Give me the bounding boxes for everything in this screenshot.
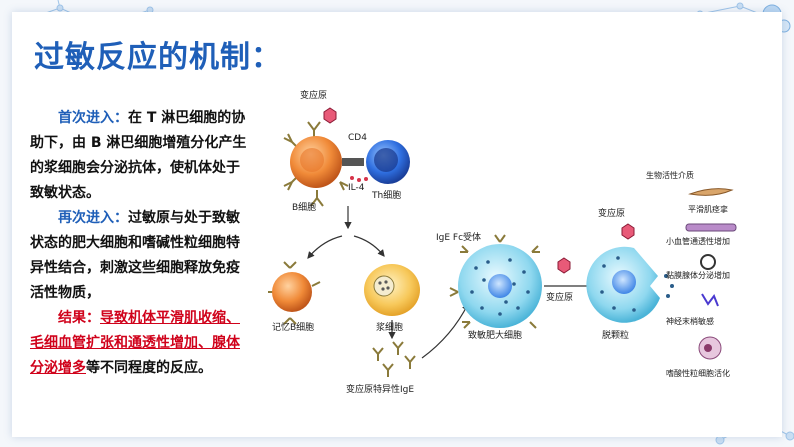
sensitized-mast-cell-icon — [449, 234, 542, 329]
gland-icon — [700, 254, 716, 270]
page-title: 过敏反应的机制： — [34, 40, 282, 75]
ige-label: 变应原特异性IgE — [346, 383, 414, 395]
first-exposure-text: 在 T 淋巴细胞的协助下，由 B 淋巴细胞增殖分化产生的浆细胞会分泌抗体，使机体… — [30, 110, 247, 201]
eosinophil-nucleus — [704, 344, 712, 352]
first-exposure-label: 首次进入： — [58, 110, 128, 126]
allergen-label-top: 变应原 — [300, 89, 327, 101]
tcr-connector — [342, 158, 364, 166]
b-cell-icon — [283, 121, 349, 207]
arrow-to-memory — [307, 235, 343, 259]
second-exposure-paragraph: 再次进入：过敏原与处于致敏状态的肥大细胞和嗜碱性粒细胞特异性结合，刺激这些细胞释… — [30, 206, 250, 306]
content-card — [12, 12, 782, 437]
effect-4: 神经末梢敏感 — [666, 316, 714, 326]
effect-2: 小血管通透性增加 — [666, 236, 730, 246]
degranulation-label: 脱颗粒 — [602, 329, 629, 341]
th-cell-icon — [366, 140, 410, 184]
degranulated-cell-icon — [586, 246, 674, 323]
memory-b-label: 记忆B细胞 — [272, 321, 314, 333]
effect-3: 黏膜腺体分泌增加 — [666, 270, 730, 280]
result-paragraph: 结果：导致机体平滑肌收缩、毛细血管扩张和通透性增加、腺体分泌增多等不同程度的反应… — [30, 306, 250, 381]
explanation-text: 首次进入：在 T 淋巴细胞的协助下，由 B 淋巴细胞增殖分化产生的浆细胞会分泌抗… — [30, 106, 250, 381]
allergy-mechanism-diagram: 变应原 B细胞 CD4 IL-4 Th细胞 — [268, 89, 737, 395]
result-label: 结果： — [58, 310, 100, 326]
il4-label: IL-4 — [348, 183, 365, 193]
receptor-label: IgE Fc受体 — [436, 231, 481, 243]
vessel-icon — [685, 223, 737, 232]
allergen-icon — [323, 107, 337, 124]
ige-antibodies-icon — [372, 341, 416, 377]
cd4-label: CD4 — [348, 133, 367, 143]
allergen-label-mid: 变应原 — [546, 291, 573, 303]
mediators-title: 生物活性介质 — [646, 170, 694, 180]
effect-1: 平滑肌痉挛 — [688, 204, 728, 214]
memory-b-cell-icon — [268, 261, 321, 325]
b-cell-label: B细胞 — [292, 201, 316, 213]
arrow-to-plasma — [353, 235, 385, 257]
plasma-cell-icon — [364, 264, 420, 316]
allergen-mid-icon — [557, 257, 571, 274]
result-underlined-text: 导致机体平滑肌收缩、毛细血管扩张和通透性增加、腺体分泌增多 — [30, 310, 240, 376]
th-cell-label: Th细胞 — [371, 189, 401, 201]
effect-5: 嗜酸性粒细胞活化 — [666, 368, 730, 378]
allergen-right-icon — [621, 223, 635, 240]
plasma-cell-label: 浆细胞 — [376, 321, 403, 333]
second-exposure-label: 再次进入： — [58, 210, 128, 226]
result-tail-text: 等不同程度的反应。 — [86, 360, 212, 376]
arrow-to-mast — [421, 302, 469, 359]
nerve-icon — [701, 293, 719, 307]
allergen-label-right: 变应原 — [598, 207, 625, 219]
second-exposure-text: 过敏原与处于致敏状态的肥大细胞和嗜碱性粒细胞特异性结合，刺激这些细胞释放免疫活性… — [30, 210, 240, 301]
mast-cell-label: 致敏肥大细胞 — [468, 329, 522, 341]
first-exposure-paragraph: 首次进入：在 T 淋巴细胞的协助下，由 B 淋巴细胞增殖分化产生的浆细胞会分泌抗… — [30, 106, 250, 206]
smooth-muscle-icon — [688, 188, 734, 196]
